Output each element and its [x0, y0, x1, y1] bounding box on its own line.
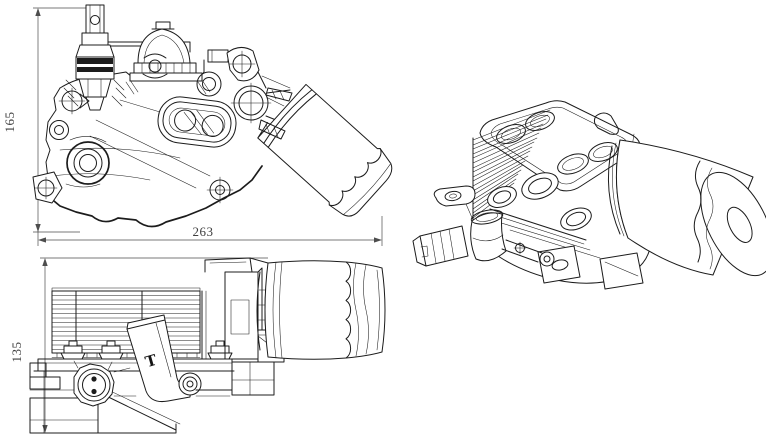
side-housing — [113, 257, 285, 397]
dim-label-width: 263 — [193, 224, 214, 239]
oval-flange — [157, 96, 237, 148]
dim-label-side-height: 135 — [9, 342, 24, 363]
iso-cooler-plate — [479, 100, 641, 192]
thermostat-dome-cap — [125, 21, 222, 97]
iso-housing — [472, 172, 651, 290]
mounting-bosses — [32, 53, 234, 204]
base-flange — [29, 358, 235, 434]
iso-connector — [412, 185, 555, 267]
hatched-brackets — [258, 87, 293, 140]
circular-port — [230, 82, 272, 124]
front-dim-width: 263 — [38, 224, 382, 243]
filter-cap-side — [249, 257, 386, 360]
temperature-sensor — [63, 4, 127, 111]
dim-label-height: 165 — [2, 112, 17, 133]
electrical-connector — [73, 360, 115, 407]
front-view: 165 263 — [2, 4, 393, 246]
side-dim-height: 135 — [9, 257, 268, 434]
iso-filter-cap — [607, 133, 766, 277]
t-pipe: T — [126, 314, 202, 402]
front-dim-height: 165 — [2, 7, 383, 246]
filter-cap-front — [257, 83, 393, 217]
isometric-view — [412, 100, 766, 290]
side-view: 135 — [9, 257, 386, 434]
top-boss — [207, 47, 260, 82]
